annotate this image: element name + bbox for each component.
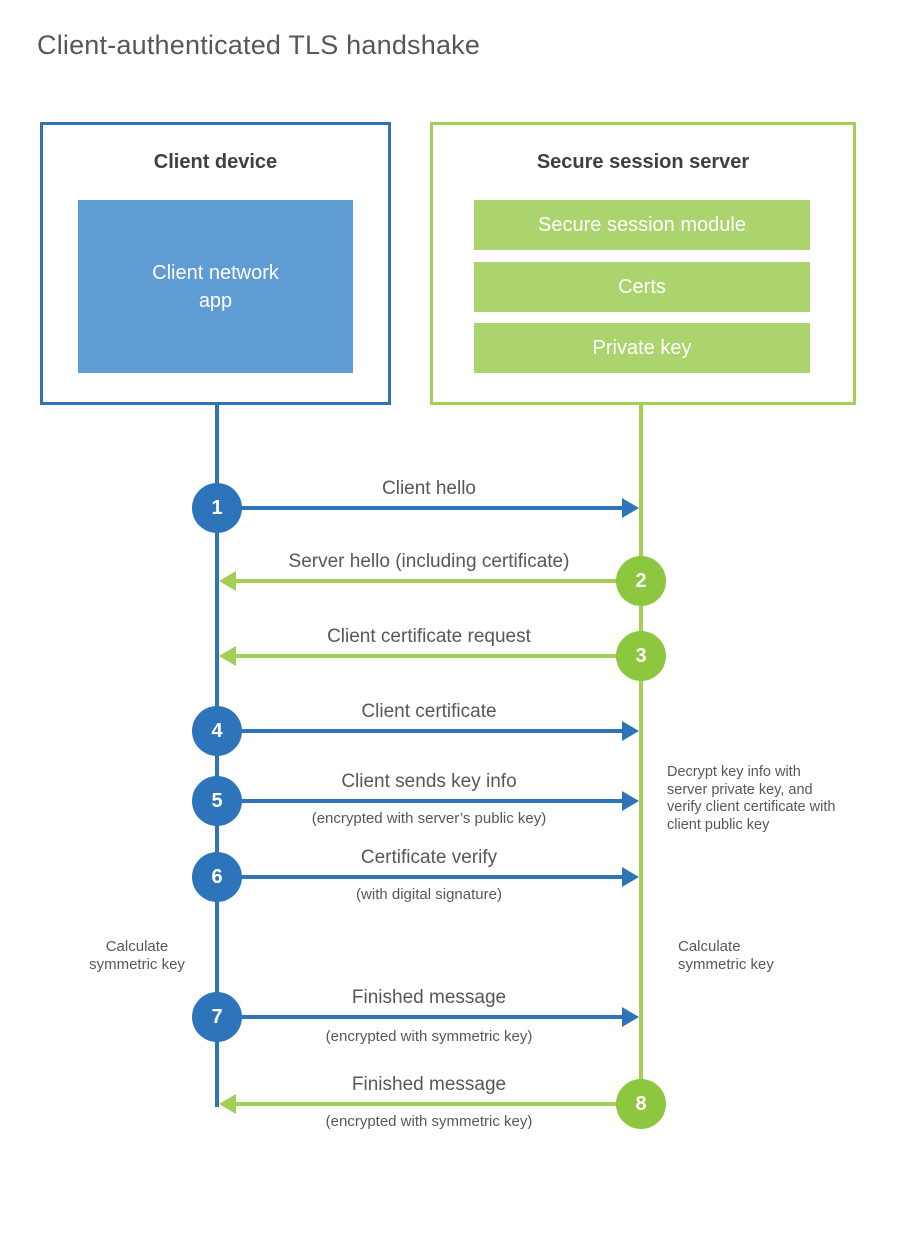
client-network-app-box: Client network app	[78, 200, 353, 373]
step-label: Client certificate	[361, 701, 497, 722]
client-lifeline	[215, 405, 219, 1107]
arrow-left-icon	[236, 654, 618, 658]
step-circle: 7	[192, 992, 242, 1042]
step-circle: 3	[616, 631, 666, 681]
step-label: Client sends key info	[341, 771, 517, 792]
client-device-title: Client device	[153, 151, 278, 173]
arrow-right-icon	[240, 875, 622, 879]
arrow-right-icon	[240, 506, 622, 510]
step-sublabel: (encrypted with symmetric key)	[325, 1028, 533, 1045]
secure-session-server-title: Secure session server	[536, 151, 750, 173]
server-module-bar: Certs	[474, 262, 810, 312]
step-label: Client certificate request	[327, 626, 531, 647]
arrow-right-icon	[240, 729, 622, 733]
arrow-left-icon	[236, 579, 618, 583]
arrow-right-icon	[240, 1015, 622, 1019]
secure-session-server-box: Secure session server Secure session mod…	[430, 122, 856, 405]
client-network-app-label: Client network app	[152, 261, 279, 312]
step-circle: 5	[192, 776, 242, 826]
step-label: Certificate verify	[360, 847, 498, 868]
step-sublabel: (encrypted with server’s public key)	[311, 810, 547, 827]
step-label: Server hello (including certificate)	[288, 551, 570, 572]
step-circle: 6	[192, 852, 242, 902]
note-client-calculate-symmetric-key: Calculate symmetric key	[89, 938, 185, 973]
server-lifeline	[639, 405, 643, 1083]
page-title: Client-authenticated TLS handshake	[37, 30, 481, 60]
note-server-decrypt: Decrypt key info with server private key…	[667, 764, 836, 833]
server-module-bar: Private key	[474, 323, 810, 373]
arrow-right-icon	[240, 799, 622, 803]
step-circle: 4	[192, 706, 242, 756]
step-label: Client hello	[382, 478, 476, 499]
step-sublabel: (encrypted with symmetric key)	[325, 1113, 533, 1130]
step-sublabel: (with digital signature)	[356, 886, 502, 903]
step-label: Finished message	[351, 1074, 507, 1095]
client-device-box: Client device Client network app	[40, 122, 391, 405]
arrow-left-icon	[236, 1102, 618, 1106]
step-circle: 8	[616, 1079, 666, 1129]
step-circle: 2	[616, 556, 666, 606]
step-label: Finished message	[351, 987, 507, 1008]
server-module-bar: Secure session module	[474, 200, 810, 250]
step-circle: 1	[192, 483, 242, 533]
note-server-calculate-symmetric-key: Calculate symmetric key	[678, 938, 774, 973]
